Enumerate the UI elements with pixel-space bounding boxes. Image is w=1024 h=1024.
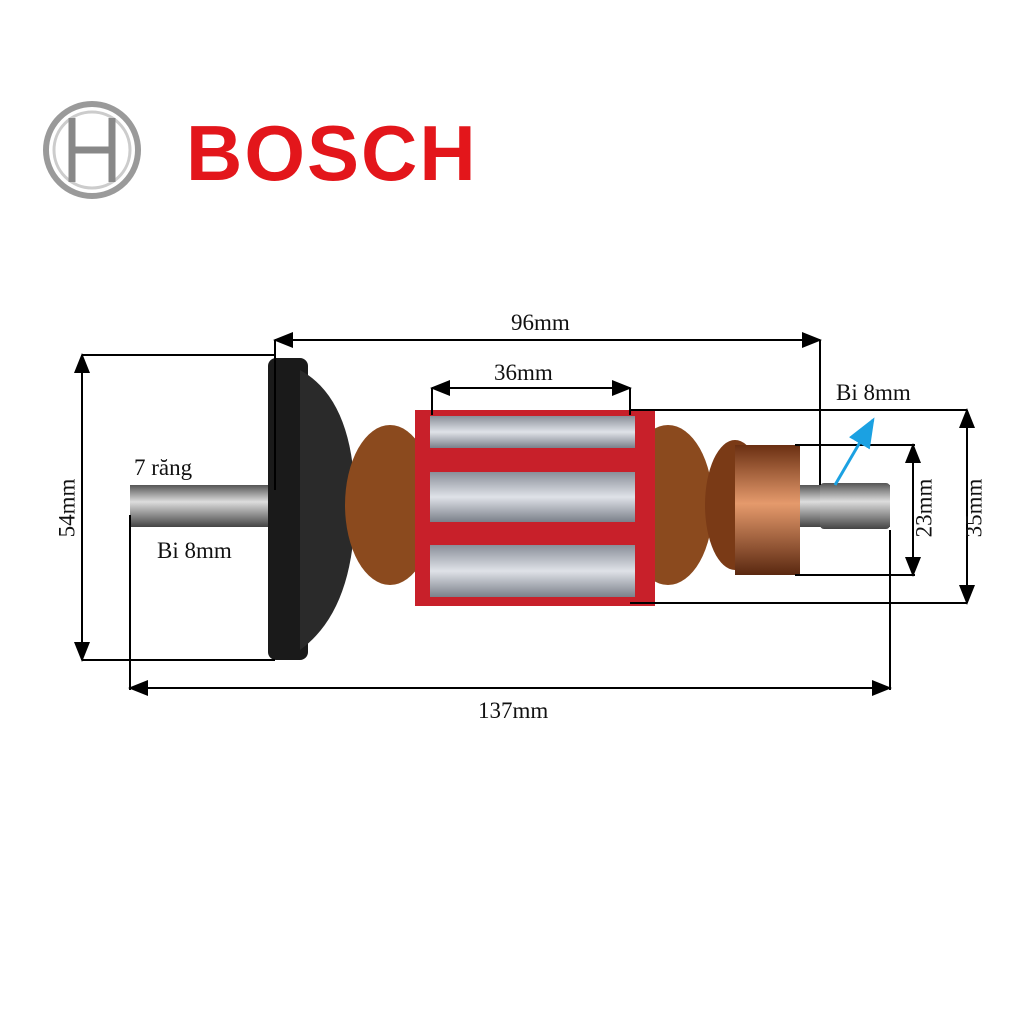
core-diameter-label: 35mm [961, 478, 987, 538]
bosch-logo-icon [43, 101, 141, 199]
commutator [705, 440, 800, 575]
bearing-left-label: Bi 8mm [157, 538, 232, 563]
fan [268, 358, 355, 660]
armature-core [415, 410, 655, 606]
commutator-diameter-label: 23mm [911, 478, 937, 538]
winding-left [345, 425, 435, 585]
fan-diameter-label: 54mm [54, 478, 80, 538]
brand-name: BOSCH [186, 109, 478, 197]
teeth-label: 7 răng [134, 455, 193, 480]
bearing-right-label: Bi 8mm [836, 380, 911, 405]
pointer-arrow [833, 417, 875, 486]
dimension-lines [74, 332, 975, 696]
core-length-label: 36mm [494, 360, 553, 385]
armature-length-label: 96mm [511, 310, 570, 335]
overall-length-label: 137mm [478, 698, 549, 723]
